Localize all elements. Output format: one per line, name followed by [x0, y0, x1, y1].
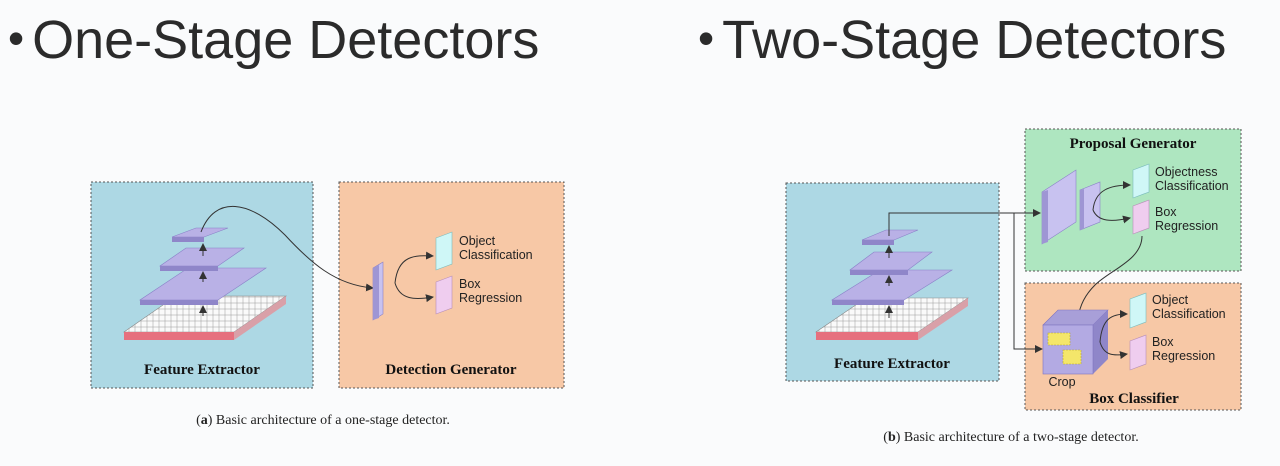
box-regression-top-line2: Regression: [1155, 219, 1218, 233]
caption-a-letter: a: [201, 413, 208, 428]
classifier-head: [1099, 292, 1147, 371]
box-regression-line2: Regression: [459, 291, 522, 305]
box-classifier-label: Box Classifier: [1089, 391, 1179, 407]
object-classification-line1: Object: [459, 234, 496, 248]
diagram-one-stage: Object Classification Box Regression Fea…: [90, 181, 565, 428]
object-classification-line2: Classification: [459, 248, 533, 262]
flow-arrow-to-crop: [1013, 213, 1043, 353]
heading-two-stage-text: Two-Stage Detectors: [722, 10, 1227, 70]
input-image-b: [815, 297, 969, 340]
caption-b-letter: b: [888, 430, 896, 445]
crop-label: Crop: [1048, 375, 1075, 389]
caption-b-text: Basic architecture of a two-stage detect…: [900, 430, 1138, 445]
flow-arrow-to-proposal: [888, 209, 1041, 236]
box-regression-line1: Box: [459, 277, 481, 291]
caption-b: (b) Basic architecture of a two-stage de…: [883, 430, 1138, 445]
box-regression-bottom-line1: Box: [1152, 335, 1174, 349]
bullet-icon: •: [8, 12, 25, 64]
objectness-line2: Classification: [1155, 179, 1229, 193]
crop-block: [1042, 309, 1109, 375]
detection-generator-label: Detection Generator: [385, 362, 517, 378]
diagram-two-stage: Proposal Generator Objectness Classifica…: [785, 128, 1242, 445]
box-regression-bottom-line2: Regression: [1152, 349, 1215, 363]
objectness-line1: Objectness: [1155, 165, 1218, 179]
proposal-head: [1041, 163, 1150, 245]
heading-one-stage-text: One-Stage Detectors: [32, 10, 540, 70]
detection-head: [372, 231, 453, 321]
heading-two-stage: •Two-Stage Detectors: [698, 8, 1226, 74]
feature-extractor-label-b: Feature Extractor: [834, 356, 950, 372]
object-classification-b-line1: Object: [1152, 293, 1189, 307]
proposal-generator-label: Proposal Generator: [1070, 136, 1197, 152]
box-regression-top-line1: Box: [1155, 205, 1177, 219]
feature-pyramid: [139, 227, 267, 316]
flow-arrow-proposals: [1075, 235, 1143, 319]
feature-extractor-label: Feature Extractor: [144, 362, 260, 378]
heading-one-stage: •One-Stage Detectors: [8, 8, 539, 74]
caption-a: (a) Basic architecture of a one-stage de…: [196, 413, 450, 428]
flow-arrow: [200, 206, 374, 292]
feature-pyramid-b: [830, 229, 954, 318]
bullet-icon: •: [698, 12, 715, 64]
caption-a-text: Basic architecture of a one-stage detect…: [212, 413, 450, 428]
object-classification-b-line2: Classification: [1152, 307, 1226, 321]
